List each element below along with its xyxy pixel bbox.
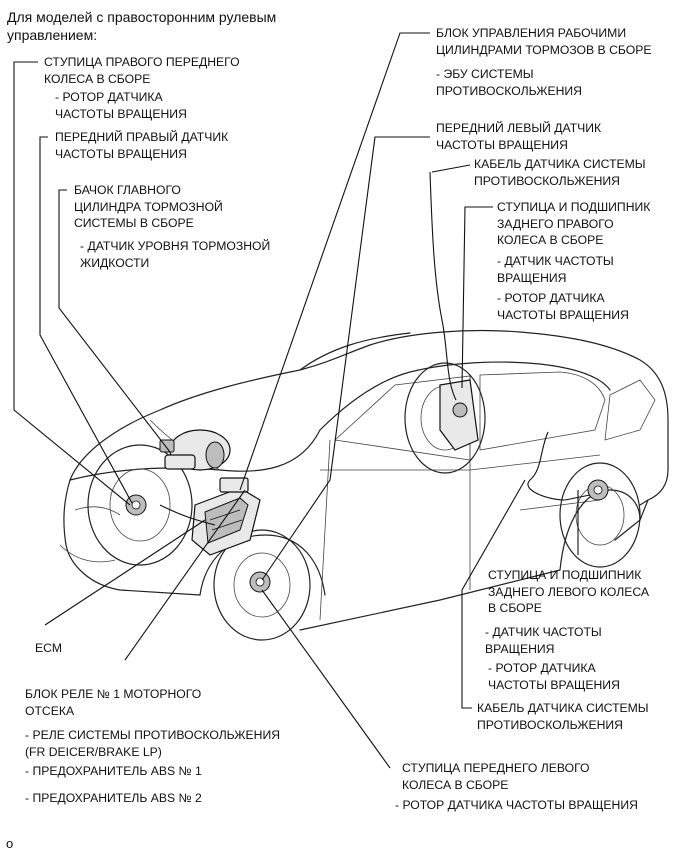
footer-mark: o — [6, 836, 14, 851]
label-front-left-rotor: - РОТОР ДАТЧИКА ЧАСТОТЫ ВРАЩЕНИЯ — [395, 797, 638, 814]
label-line: ЧАСТОТЫ ВРАЩЕНИЯ — [488, 677, 620, 692]
label-line: ЧАСТОТЫ ВРАЩЕНИЯ — [55, 146, 187, 161]
label-front-right-hub: СТУПИЦА ПРАВОГО ПЕРЕДНЕГО КОЛЕСА В СБОРЕ — [44, 54, 240, 87]
label-line: ПРОТИВОСКОЛЬЖЕНИЯ — [436, 83, 582, 98]
label-engine-relay-block: БЛОК РЕЛЕ № 1 МОТОРНОГО ОТСЕКА — [25, 686, 201, 719]
label-line: В СБОРЕ — [488, 601, 542, 615]
label-line: ПРОТИВОСКОЛЬЖЕНИЯ — [477, 717, 623, 732]
label-line: ЖИДКОСТИ — [80, 255, 150, 270]
label-line: СТУПИЦА И ПОДШИПНИК — [497, 200, 651, 214]
front-left-wheel — [213, 529, 311, 641]
label-line: (FR DEICER/BRAKE LP) — [25, 744, 162, 759]
label-brake-actuator: БЛОК УПРАВЛЕНИЯ РАБОЧИМИ ЦИЛИНДРАМИ ТОРМ… — [436, 25, 651, 58]
header-caption: Для моделей с правосторонним рулевым упр… — [7, 8, 276, 44]
label-brake-fluid-level-sensor: - ДАТЧИК УРОВНЯ ТОРМОЗНОЙ ЖИДКОСТИ — [80, 238, 270, 271]
label-line: - ПРЕДОХРАНИТЕЛЬ ABS № 1 — [25, 764, 202, 778]
label-line: ЦИЛИНДРА ТОРМОЗНОЙ — [74, 199, 223, 214]
label-line: ЦИЛИНДРАМИ ТОРМОЗОВ В СБОРЕ — [436, 42, 652, 57]
label-rear-left-speed-sensor: - ДАТЧИК ЧАСТОТЫ ВРАЩЕНИЯ — [485, 624, 602, 657]
label-line: - РОТОР ДАТЧИКА — [488, 661, 596, 675]
abs-sensor-cables — [159, 171, 591, 526]
label-line: ПРОТИВОСКОЛЬЖЕНИЯ — [474, 173, 620, 188]
label-line: ПЕРЕДНИЙ ЛЕВЫЙ ДАТЧИК — [436, 121, 602, 135]
leader-lines — [13, 32, 579, 769]
label-line: - ДАТЧИК ЧАСТОТЫ — [497, 254, 614, 268]
header-line: управлением: — [7, 27, 98, 43]
label-abs-fuse-1: - ПРЕДОХРАНИТЕЛЬ ABS № 1 — [25, 763, 202, 780]
label-rear-right-hub: СТУПИЦА И ПОДШИПНИК ЗАДНЕГО ПРАВОГО КОЛЕ… — [497, 199, 650, 249]
label-line: - ДАТЧИК УРОВНЯ ТОРМОЗНОЙ — [80, 239, 271, 253]
label-line: БЛОК РЕЛЕ № 1 МОТОРНОГО — [25, 687, 202, 701]
label-line: КОЛЕСА В СБОРЕ — [402, 777, 509, 792]
label-line: ЧАСТОТЫ ВРАЩЕНИЯ — [497, 307, 629, 322]
label-rear-right-speed-sensor: - ДАТЧИК ЧАСТОТЫ ВРАЩЕНИЯ — [497, 253, 614, 286]
label-line: СИСТЕМЫ В СБОРЕ — [74, 216, 194, 230]
label-line: ЧАСТОТЫ ВРАЩЕНИЯ — [436, 137, 568, 152]
label-front-left-hub: СТУПИЦА ПЕРЕДНЕГО ЛЕВОГО КОЛЕСА В СБОРЕ — [402, 760, 589, 793]
front-right-wheel — [87, 444, 193, 566]
label-line: - РОТОР ДАТЧИКА — [497, 291, 605, 305]
rear-right-wheel — [404, 362, 486, 474]
label-line: СТУПИЦА ПРАВОГО ПЕРЕДНЕГО — [44, 55, 240, 69]
label-line: СТУПИЦА И ПОДШИПНИК — [488, 568, 642, 582]
header-line: Для моделей с правосторонним рулевым — [7, 9, 277, 25]
label-skid-sensor-cable-upper: КАБЕЛЬ ДАТЧИКА СИСТЕМЫ ПРОТИВОСКОЛЬЖЕНИЯ — [474, 156, 646, 189]
label-front-left-speed-sensor: ПЕРЕДНИЙ ЛЕВЫЙ ДАТЧИК ЧАСТОТЫ ВРАЩЕНИЯ — [436, 120, 601, 153]
label-ecm: ECM — [35, 640, 62, 657]
label-master-cylinder-reservoir: БАЧОК ГЛАВНОГО ЦИЛИНДРА ТОРМОЗНОЙ СИСТЕМ… — [74, 182, 223, 232]
label-line: КОЛЕСА В СБОРЕ — [497, 233, 604, 247]
label-rear-right-rotor: - РОТОР ДАТЧИКА ЧАСТОТЫ ВРАЩЕНИЯ — [497, 290, 629, 323]
label-line: БАЧОК ГЛАВНОГО — [74, 183, 181, 197]
rear-left-wheel — [559, 462, 641, 568]
label-abs-fuse-2: - ПРЕДОХРАНИТЕЛЬ ABS № 2 — [25, 790, 202, 807]
label-line: ВРАЩЕНИЯ — [497, 270, 567, 285]
label-front-right-speed-sensor: ПЕРЕДНИЙ ПРАВЫЙ ДАТЧИК ЧАСТОТЫ ВРАЩЕНИЯ — [55, 129, 228, 162]
label-line: - ПРЕДОХРАНИТЕЛЬ ABS № 2 — [25, 791, 202, 805]
label-line: ВРАЩЕНИЯ — [485, 641, 555, 656]
label-line: - ЭБУ СИСТЕМЫ — [436, 67, 534, 81]
label-line: - РЕЛЕ СИСТЕМЫ ПРОТИВОСКОЛЬЖЕНИЯ — [25, 728, 281, 742]
label-rear-left-hub: СТУПИЦА И ПОДШИПНИК ЗАДНЕГО ЛЕВОГО КОЛЕС… — [488, 567, 649, 617]
label-line: КАБЕЛЬ ДАТЧИКА СИСТЕМЫ — [474, 157, 646, 171]
label-line: - ДАТЧИК ЧАСТОТЫ — [485, 625, 602, 639]
label-line: - РОТОР ДАТЧИКА — [55, 90, 163, 104]
label-line: КАБЕЛЬ ДАТЧИКА СИСТЕМЫ — [477, 701, 649, 715]
label-line: ЧАСТОТЫ ВРАЩЕНИЯ — [55, 106, 187, 121]
label-line: БЛОК УПРАВЛЕНИЯ РАБОЧИМИ — [436, 26, 627, 40]
master-cylinder-reservoir — [159, 429, 231, 471]
label-line: - РОТОР ДАТЧИКА ЧАСТОТЫ ВРАЩЕНИЯ — [395, 798, 638, 812]
label-line: ЗАДНЕГО ПРАВОГО — [497, 216, 614, 231]
label-line: ECM — [35, 641, 63, 655]
label-line: КОЛЕСА В СБОРЕ — [44, 71, 151, 86]
label-line: ПЕРЕДНИЙ ПРАВЫЙ ДАТЧИК — [55, 130, 229, 144]
label-skid-control-relay: - РЕЛЕ СИСТЕМЫ ПРОТИВОСКОЛЬЖЕНИЯ (FR DEI… — [25, 727, 280, 760]
label-rear-left-rotor: - РОТОР ДАТЧИКА ЧАСТОТЫ ВРАЩЕНИЯ — [488, 660, 620, 693]
label-line: ЗАДНЕГО ЛЕВОГО КОЛЕСА — [488, 584, 650, 599]
label-skid-sensor-cable-lower: КАБЕЛЬ ДАТЧИКА СИСТЕМЫ ПРОТИВОСКОЛЬЖЕНИЯ — [477, 700, 649, 733]
label-line: ОТСЕКА — [25, 703, 75, 718]
label-line: СТУПИЦА ПЕРЕДНЕГО ЛЕВОГО — [402, 761, 590, 775]
label-front-right-hub-rotor: - РОТОР ДАТЧИКА ЧАСТОТЫ ВРАЩЕНИЯ — [55, 89, 187, 122]
label-skid-control-ecu: - ЭБУ СИСТЕМЫ ПРОТИВОСКОЛЬЖЕНИЯ — [436, 66, 582, 99]
